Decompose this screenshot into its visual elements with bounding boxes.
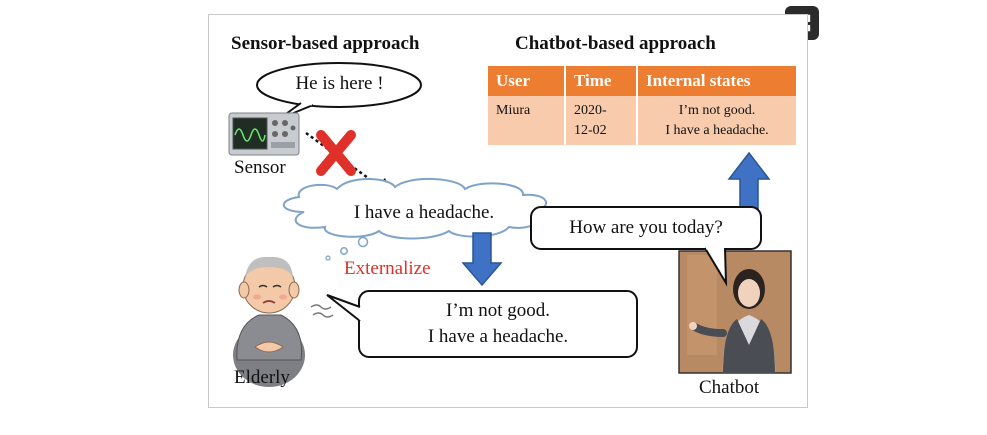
table-header-time: Time (565, 66, 638, 96)
states-line-1: I’m not good. (678, 103, 756, 118)
chatbot-photo (678, 250, 792, 374)
cross-mark-icon (316, 130, 356, 176)
thought-text: I have a headache. (353, 202, 495, 223)
states-line-2: I have a headache. (665, 123, 769, 138)
elderly-speech-line-2: I have a headache. (427, 326, 569, 347)
sensor-approach-heading: Sensor-based approach (231, 33, 420, 54)
time-line-2: 12-02 (574, 123, 607, 138)
diagram-graphics (228, 62, 792, 387)
table-header-user: User (488, 66, 566, 96)
elderly-speech-line-1: I’m not good. (446, 300, 550, 321)
block-arrow-icon (727, 151, 771, 214)
sensor-label: Sensor (234, 157, 286, 178)
externalize-label: Externalize (344, 258, 431, 279)
chatbot-question-text: How are you today? (569, 217, 723, 238)
chatbot-approach-heading: Chatbot-based approach (515, 33, 716, 54)
elderly-speech-bubble (326, 290, 638, 358)
table-cell-internal-states: I’m not good. I have a headache. (637, 96, 796, 145)
elderly-label: Elderly (234, 367, 290, 388)
table-cell-user: Miura (488, 96, 566, 145)
chatbot-speech-bubble (530, 206, 762, 287)
block-arrow-icon (461, 232, 503, 287)
chatbot-label: Chatbot (699, 377, 760, 398)
internal-states-table: User Time Internal states Miura 2020- 12… (488, 66, 796, 145)
table-header-internal-states: Internal states (637, 66, 796, 96)
table-cell-time: 2020- 12-02 (565, 96, 638, 145)
oscilloscope-icon (228, 112, 300, 156)
sensor-bubble-text: He is here ! (295, 73, 384, 94)
elderly-person-icon (233, 256, 334, 387)
thought-cloud (282, 178, 547, 261)
table-row: Miura 2020- 12-02 I’m not good. I have a… (488, 96, 796, 145)
time-line-1: 2020- (574, 103, 607, 118)
diagram-figure: Sensor-based approach Chatbot-based appr… (208, 14, 808, 408)
